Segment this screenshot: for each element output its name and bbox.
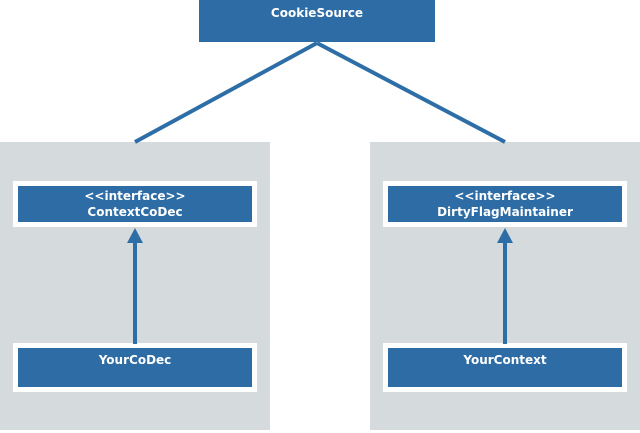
class-box-yourcontext: YourContext (383, 343, 627, 392)
class-box-cookiesource: CookieSource (199, 0, 435, 42)
interface-box-dirtyflagmaintainer: <<interface>> DirtyFlagMaintainer (383, 181, 627, 227)
interface-box-contextcodec: <<interface>> ContextCoDec (13, 181, 257, 227)
stereotype-label: <<interface>> (84, 189, 186, 203)
right-implementation-panel: <<interface>> DirtyFlagMaintainer YourCo… (370, 142, 640, 430)
class-name-label: CookieSource (270, 6, 364, 20)
class-box-yourcodec: YourCoDec (13, 343, 257, 392)
edge-cookiesource-to-right-panel (316, 41, 506, 144)
left-implementation-panel: <<interface>> ContextCoDec YourCoDec (0, 142, 270, 430)
class-name-label: YourContext (463, 353, 547, 367)
stereotype-label: <<interface>> (454, 189, 556, 203)
class-name-label: YourCoDec (98, 353, 172, 367)
interface-name-label: DirtyFlagMaintainer (437, 205, 573, 219)
interface-name-label: ContextCoDec (87, 205, 183, 219)
edge-cookiesource-to-left-panel (134, 41, 318, 144)
